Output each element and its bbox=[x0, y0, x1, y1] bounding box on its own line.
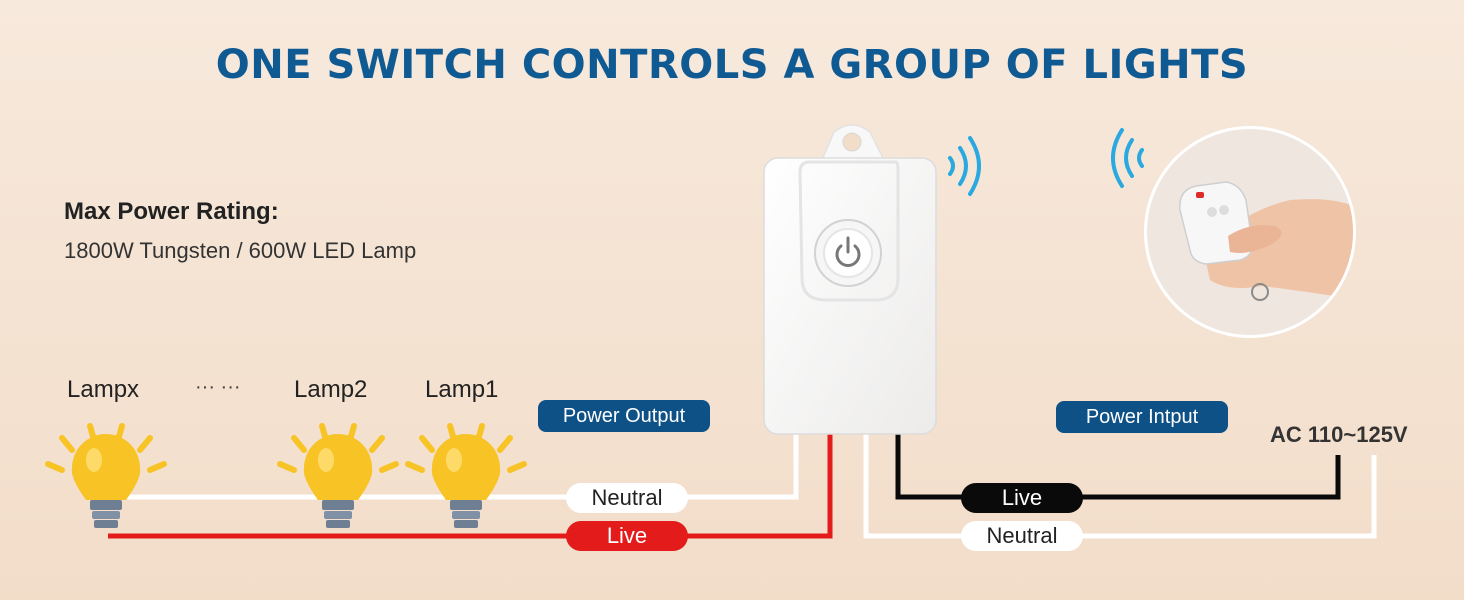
ac-voltage-label: AC 110~125V bbox=[1270, 422, 1408, 447]
switch-device bbox=[763, 124, 937, 435]
lamp2-label: Lamp2 bbox=[294, 376, 368, 403]
lamp1-bulb-icon bbox=[405, 423, 527, 528]
signal-out-icon bbox=[948, 136, 981, 196]
input-live-label: Live bbox=[961, 483, 1083, 513]
lamp2-bulb-icon bbox=[277, 423, 399, 528]
lamp-ellipsis: ··· ··· bbox=[195, 376, 241, 398]
page-title: ONE SWITCH CONTROLS A GROUP OF LIGHTS bbox=[215, 42, 1249, 88]
power-rating-heading: Max Power Rating: bbox=[64, 198, 279, 225]
input-live-wire bbox=[895, 432, 1341, 500]
output-neutral-label: Neutral bbox=[566, 483, 688, 513]
bulb-group bbox=[45, 423, 527, 528]
power-rating-detail: 1800W Tungsten / 600W LED Lamp bbox=[64, 238, 417, 263]
output-live-label: Live bbox=[566, 521, 688, 551]
input-neutral-wire bbox=[863, 432, 1377, 539]
signal-in-icon bbox=[1111, 128, 1144, 188]
output-live-wire bbox=[108, 432, 833, 539]
power-icon bbox=[835, 236, 861, 267]
power-output-tag: Power Output bbox=[538, 400, 710, 432]
remote-photo bbox=[1144, 126, 1356, 338]
lampx-bulb-icon bbox=[45, 423, 167, 528]
power-input-tag: Power Intput bbox=[1056, 401, 1228, 433]
lamp1-label: Lamp1 bbox=[425, 376, 499, 403]
lampx-label: Lampx bbox=[67, 376, 140, 403]
input-neutral-label: Neutral bbox=[961, 521, 1083, 551]
